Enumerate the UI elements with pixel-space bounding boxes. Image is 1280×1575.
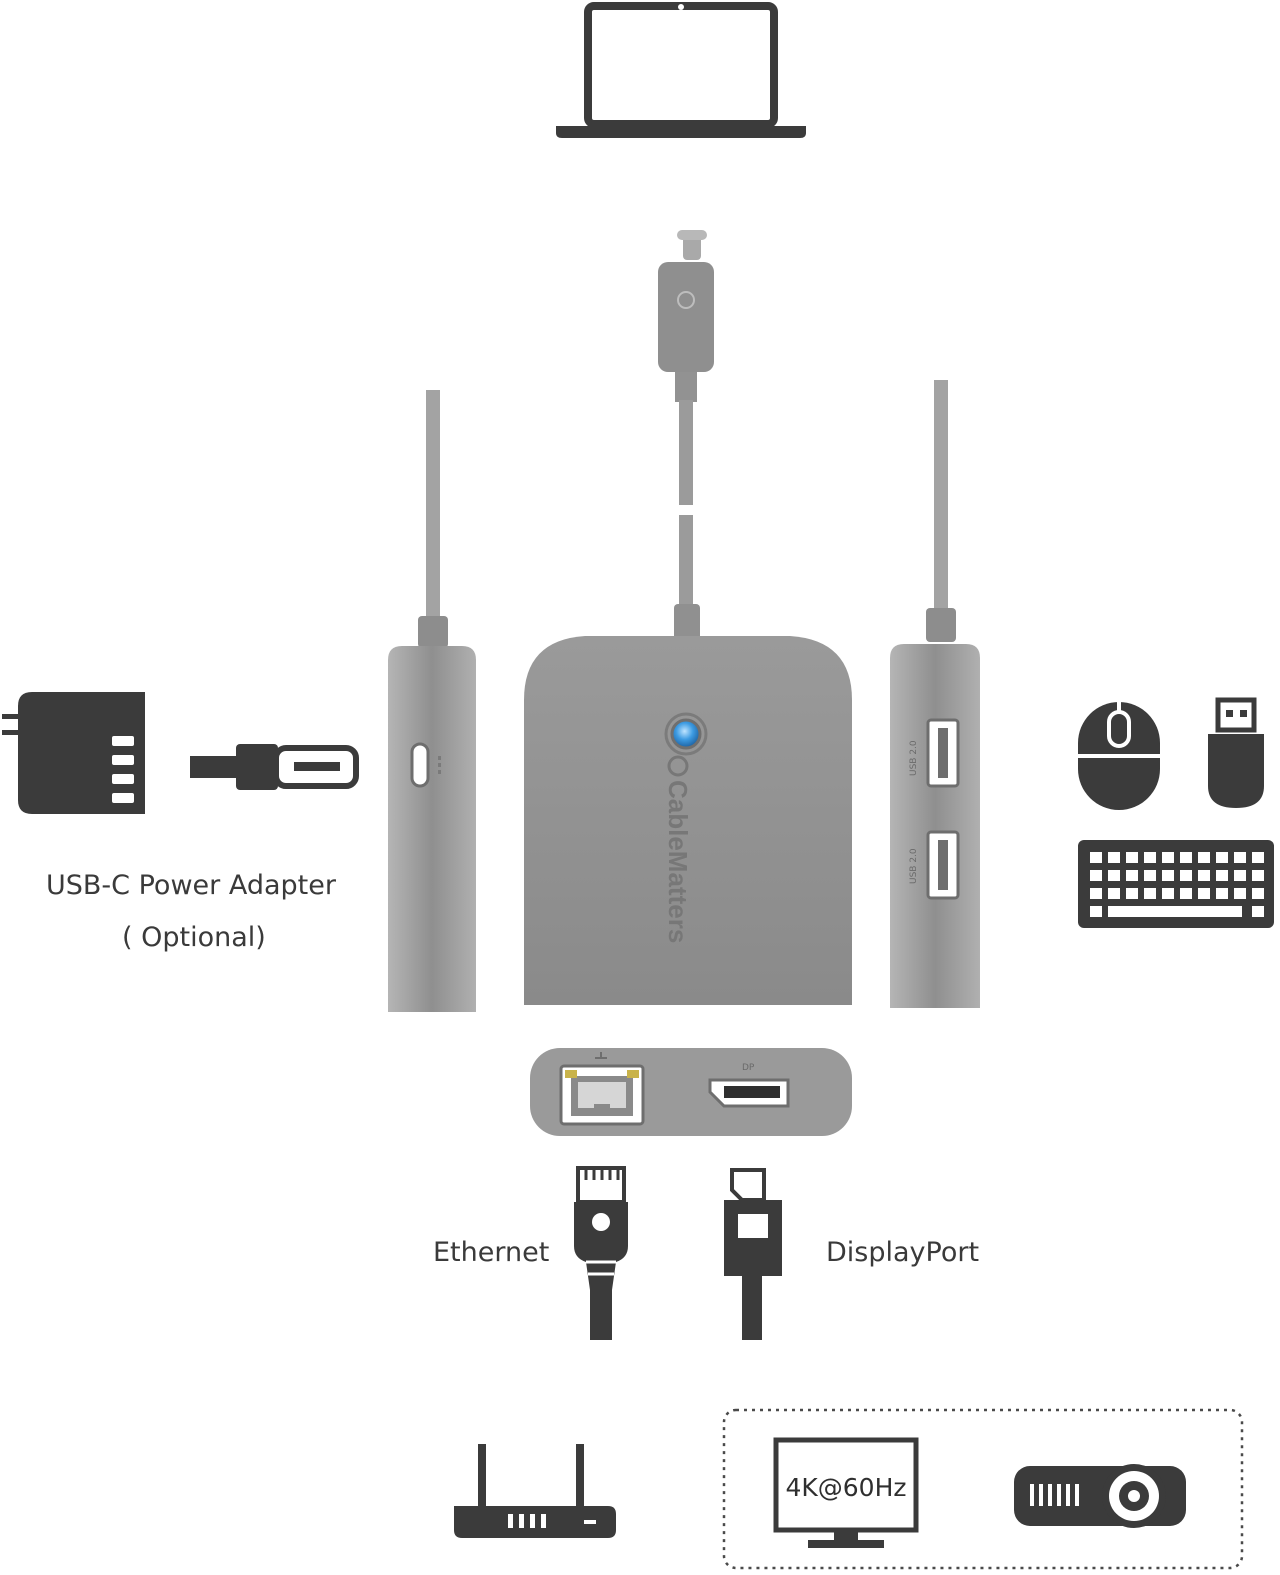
keyboard-key (1162, 852, 1174, 863)
keyboard-key (1252, 906, 1264, 917)
keyboard-key (1126, 888, 1138, 899)
keyboard-key (1234, 870, 1246, 881)
displayport-port: DP (708, 1063, 790, 1108)
svg-text:CableMatters: CableMatters (663, 780, 693, 943)
mouse-icon (1078, 702, 1160, 810)
displayport-label: DisplayPort (826, 1237, 980, 1268)
keyboard-key (1180, 852, 1192, 863)
cable-matters-logo: CableMatters (663, 755, 693, 943)
hub-left-side (388, 390, 476, 1012)
svg-text:DP: DP (742, 1063, 755, 1073)
usb-c-plug-icon (190, 744, 359, 790)
ethernet-label: Ethernet (433, 1237, 550, 1268)
host-usb-c-cable (658, 230, 714, 640)
keyboard-key (1126, 852, 1138, 863)
keyboard-key (1090, 888, 1102, 899)
keyboard-key (1234, 852, 1246, 863)
usb-a-port-2: USB 2.0 (909, 830, 960, 900)
power-adapter-label: USB-C Power Adapter (46, 870, 336, 901)
usb-a-port-1: USB 2.0 (909, 718, 960, 788)
rj45-port (559, 1052, 645, 1126)
usb-c-port (410, 742, 430, 788)
keyboard-key (1162, 888, 1174, 899)
hub-main-body: CableMatters (524, 636, 852, 1005)
router-icon (454, 1444, 616, 1538)
keyboard-key (1180, 888, 1192, 899)
laptop-icon (556, 2, 806, 138)
keyboard-key (1252, 852, 1264, 863)
monitor-icon: 4K@60Hz (773, 1437, 919, 1548)
keyboard-key (1090, 852, 1102, 863)
keyboard-spacebar (1108, 906, 1242, 917)
keyboard-key (1108, 852, 1120, 863)
svg-text:4K@60Hz: 4K@60Hz (785, 1473, 906, 1502)
keyboard-key (1144, 888, 1156, 899)
keyboard-key (1090, 870, 1102, 881)
power-adapter-note: ( Optional) (122, 922, 266, 953)
keyboard-key (1216, 888, 1228, 899)
keyboard-key (1144, 870, 1156, 881)
svg-text:USB 2.0: USB 2.0 (909, 848, 919, 884)
usb-flash-drive-icon (1208, 697, 1264, 808)
keyboard-key (1252, 888, 1264, 899)
svg-text:USB 2.0: USB 2.0 (909, 740, 919, 776)
keyboard-icon (1078, 840, 1274, 928)
keyboard-key (1126, 870, 1138, 881)
keyboard-key (1216, 870, 1228, 881)
projector-icon (1014, 1464, 1186, 1528)
status-led (670, 718, 702, 750)
keyboard-key (1198, 888, 1210, 899)
hub-bottom-face: DP (530, 1048, 852, 1136)
keyboard-key (1162, 870, 1174, 881)
keyboard-key (1108, 888, 1120, 899)
power-adapter-icon (2, 692, 145, 814)
keyboard-key (1180, 870, 1192, 881)
keyboard-key (1144, 852, 1156, 863)
keyboard-key (1252, 870, 1264, 881)
keyboard-key (1198, 870, 1210, 881)
display-devices-group: 4K@60Hz (722, 1408, 1244, 1570)
ethernet-plug-icon (574, 1166, 628, 1340)
keyboard-key (1090, 906, 1102, 917)
keyboard-key (1216, 852, 1228, 863)
keyboard-key (1198, 852, 1210, 863)
keyboard-key (1108, 870, 1120, 881)
hub-right-side: USB 2.0 USB 2.0 (890, 380, 980, 1008)
keyboard-key (1234, 888, 1246, 899)
displayport-plug-icon (724, 1168, 782, 1340)
